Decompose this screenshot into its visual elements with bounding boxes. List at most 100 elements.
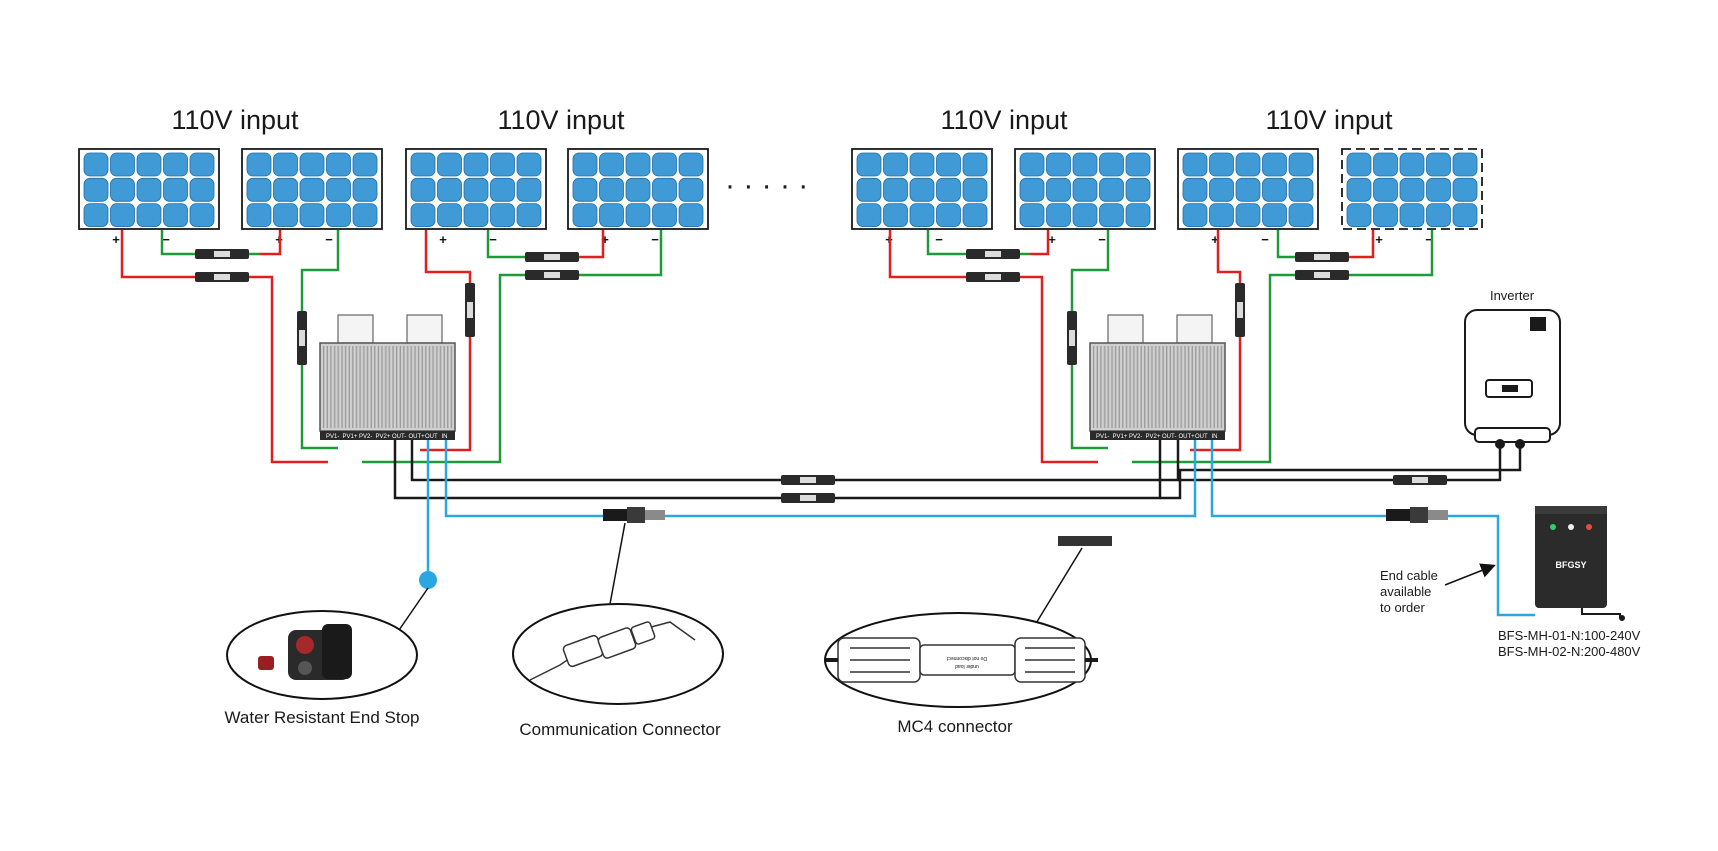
end-stop-dot [419,571,437,589]
panel-cell [1209,177,1234,202]
panel-cell [1399,152,1425,177]
panel-cell [1262,203,1287,228]
panel-cell [572,152,598,177]
panel-cell [625,177,651,202]
inverter-port-right [1515,439,1525,449]
panel-cell [1288,152,1314,177]
microinverter-port-strip [1090,431,1225,440]
panel-cell [1399,177,1425,202]
end-stop-leader [396,587,429,634]
panel-cell [962,177,988,202]
microinverter-fin [388,346,394,428]
panel-cell [678,152,704,177]
microinverter-cap-right [1176,314,1213,344]
panel-cell [326,152,351,177]
ac-line-lower-ext [1160,440,1522,500]
panel-cell [110,152,135,177]
mc4-connector [465,283,475,337]
panel-minus-terminal: − [935,232,943,247]
ac-line-upper-ext [1178,440,1502,482]
microinverter-fin [1144,346,1150,428]
panel-cell [1099,203,1124,228]
microinverter-fin [366,346,372,428]
solar-panel: +− [1177,148,1319,247]
microinverter-fin [323,346,328,428]
wire-p7-pos [1190,230,1242,452]
mc4-coupler [985,251,1001,257]
panel-cell [1235,177,1261,202]
panel-cell [437,152,462,177]
mc4-connector [781,475,835,485]
panel-cell [1046,152,1071,177]
solar-panel: +− [78,148,220,247]
comm-connector-inline-1 [603,507,665,523]
panel-cell [1046,203,1071,228]
panel-cell [599,203,624,228]
solar-panel: +− [1014,148,1156,247]
end-cable-note: End cable available to order [1380,563,1496,615]
wire-p1-pos [120,230,328,464]
panel-cell [299,152,325,177]
panel-cell [1262,177,1287,202]
panel-cell [1019,152,1045,177]
end-cable-line-3: to order [1380,600,1425,615]
panel-cell [599,152,624,177]
panel-cell [678,203,704,228]
panel-cell [1182,177,1208,202]
microinverter-fin [1217,346,1223,428]
gateway-model-2: BFS-MH-02-N:200-480V [1498,644,1641,659]
panel-plus-terminal: + [1211,232,1219,247]
more-panels-ellipsis: · · · · · [725,169,808,202]
panel-cell [189,203,215,228]
inverter-base [1474,427,1551,443]
mc4-coupler [467,302,473,318]
microinverter-fin [337,346,343,428]
inverter-port-left [1495,439,1505,449]
microinverter-port-label: PV2- [1129,434,1142,440]
mc4-connector [525,270,579,280]
mc4-connector [781,493,835,503]
panel-cell [936,177,961,202]
panel-cell [1288,177,1314,202]
panel-cell [1019,203,1045,228]
microinverter-fin [1202,346,1208,428]
panel-cell [463,203,489,228]
microinverter-port-label: OUT+ [409,434,426,440]
panel-cell [1235,203,1261,228]
panel-cell [136,152,162,177]
comm-connector-leader [609,522,626,605]
panel-cell [1099,152,1124,177]
panel-cell [883,152,908,177]
microinverter-port-label: OUT [1195,434,1208,440]
mc4-connector [1067,311,1077,365]
microinverter-port-label: PV2+ [1146,434,1161,440]
microinverter-fin [396,346,401,428]
panel-cell [136,203,162,228]
group-title-4: 110V input [1265,105,1393,135]
panel-cell [410,203,436,228]
microinverter-port-label: OUT- [1162,434,1176,440]
mc4-connector [966,272,1020,282]
solar-panel: +− [241,148,383,247]
panel-cell [83,203,109,228]
panel-cell [516,152,542,177]
panel-cell [273,152,298,177]
microinverter-fin [439,346,445,428]
panel-cell [437,177,462,202]
panel-cell [463,177,489,202]
wire-p8-pos-link [1350,230,1375,259]
end-cable-line-1: End cable [1380,568,1438,583]
panel-cell [1125,203,1151,228]
panel-cell [1182,203,1208,228]
panel-cell [163,203,188,228]
solar-panel: +− [851,148,993,247]
panel-cell [936,203,961,228]
wire-p6-neg [1070,230,1110,450]
microinverter-fin [374,346,380,428]
microinverter-port-strip [320,431,455,440]
panel-minus-terminal: − [1425,232,1433,247]
microinverter-cap-right [406,314,443,344]
panel-minus-terminal: − [1261,232,1269,247]
